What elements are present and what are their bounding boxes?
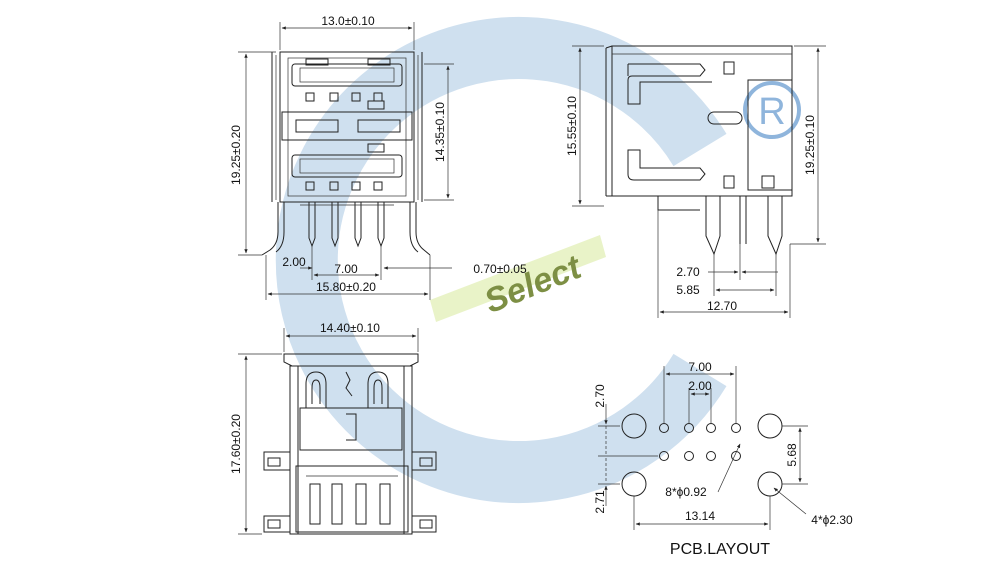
pcb-large-hole-label: 4*ϕ2.30 bbox=[811, 513, 853, 527]
top-view-drawing bbox=[261, 51, 431, 256]
pcb-row-gap-label: 5.68 bbox=[785, 443, 799, 467]
front-view-height-label: 17.60±0.20 bbox=[229, 414, 243, 474]
top-view-height-label: 19.25±0.20 bbox=[229, 125, 243, 185]
pcb-pitch-inner-label: 2.00 bbox=[688, 379, 712, 393]
pcb-small-hole-label: 8*ϕ0.92 bbox=[665, 485, 707, 499]
front-view-dimensions: 14.40±0.10 17.60±0.20 bbox=[229, 321, 419, 535]
side-view-dimensions: 15.55±0.10 19.25±0.10 2.70 5.85 12.70 bbox=[565, 45, 826, 318]
pcb-row-bottom-label: 2.71 bbox=[593, 490, 607, 514]
front-view-drawing bbox=[263, 353, 437, 535]
pcb-row-top-label: 2.70 bbox=[593, 384, 607, 408]
side-view-dim-c-label: 12.70 bbox=[707, 299, 737, 313]
small-hole bbox=[731, 423, 741, 433]
side-view-dim-a-label: 2.70 bbox=[676, 265, 700, 279]
side-view-right-height-label: 19.25±0.10 bbox=[803, 115, 817, 175]
small-hole bbox=[706, 423, 716, 433]
top-view-pin-offset-label: 2.00 bbox=[282, 255, 306, 269]
pcb-layout-title: PCB.LAYOUT bbox=[670, 541, 770, 558]
watermark-ring bbox=[275, 17, 727, 503]
pcb-layout-dimensions: 7.00 2.00 2.70 2.71 5.68 8*ϕ0.92 13.14 4… bbox=[593, 360, 853, 558]
watermark-band bbox=[430, 235, 606, 322]
pcb-pitch-outer-label: 7.00 bbox=[688, 360, 712, 374]
registered-mark-letter: R bbox=[758, 91, 785, 133]
small-hole bbox=[731, 451, 741, 461]
top-view-width-label: 13.0±0.10 bbox=[321, 14, 375, 28]
front-view-width-label: 14.40±0.10 bbox=[320, 321, 380, 335]
large-hole bbox=[757, 413, 783, 439]
small-hole bbox=[659, 451, 669, 461]
pcb-hole-span-label: 13.14 bbox=[685, 509, 715, 523]
small-hole bbox=[706, 451, 716, 461]
top-view-bottom-width-label: 15.80±0.20 bbox=[316, 280, 376, 294]
top-view-inner-height-label: 14.35±0.10 bbox=[433, 102, 447, 162]
small-hole bbox=[684, 451, 694, 461]
registered-mark-icon: R bbox=[743, 81, 801, 139]
large-hole bbox=[621, 413, 647, 439]
top-view-pin-width-label: 0.70±0.05 bbox=[473, 262, 527, 276]
top-view-dimensions: 13.0±0.10 19.25±0.20 14.35±0.10 2.00 7.0… bbox=[229, 14, 527, 300]
large-hole bbox=[621, 471, 647, 497]
watermark-brand-text: Select bbox=[479, 248, 588, 321]
side-view-left-height-label: 15.55±0.10 bbox=[565, 96, 579, 156]
side-view-dim-b-label: 5.85 bbox=[676, 283, 700, 297]
top-view-pin-span-label: 7.00 bbox=[334, 262, 358, 276]
large-hole bbox=[757, 471, 783, 497]
